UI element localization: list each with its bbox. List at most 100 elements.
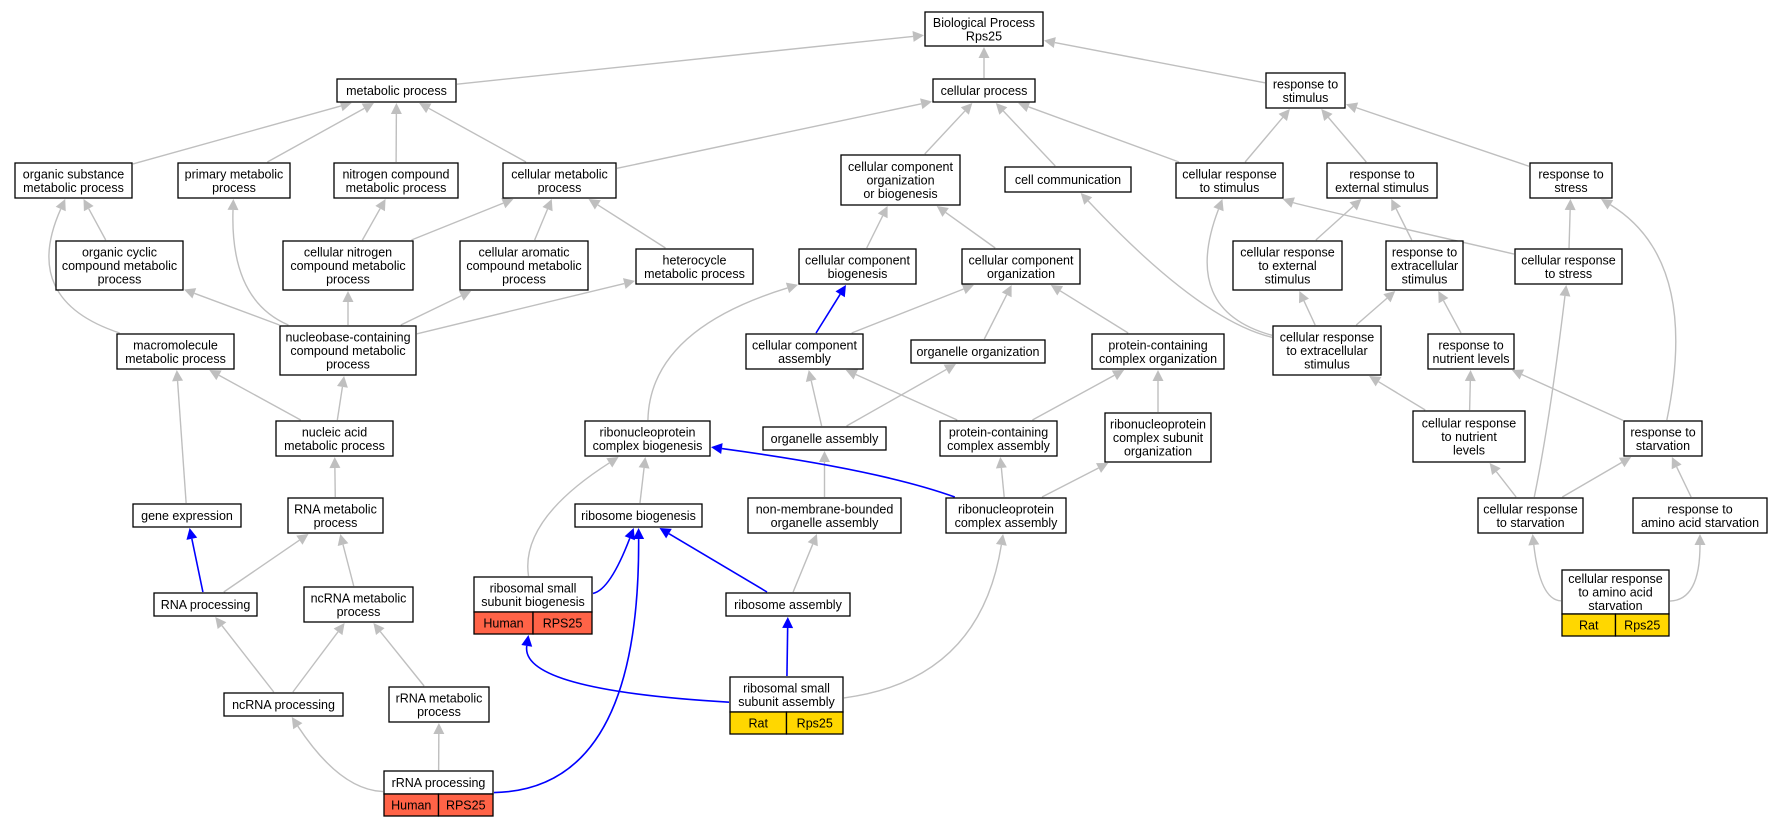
node-box [14, 162, 133, 199]
edge-cca-to-cco [851, 288, 964, 334]
node-label-line: to external [1258, 259, 1316, 273]
arrowhead-namp-to-mmp [209, 370, 222, 381]
node-label-line: cellular response [1483, 502, 1578, 516]
arrowhead-res-to-rts [1321, 109, 1333, 121]
arrowhead-crnl-to-crex [1369, 376, 1382, 387]
go-term-node-ncrp[interactable]: ncRNA processing [223, 692, 344, 717]
node-label-line: complex organization [1099, 352, 1217, 366]
arrowhead-cp-to-bp [978, 47, 990, 58]
node-label-line: subunit assembly [738, 695, 835, 709]
edge-ccb-to-ccob [866, 215, 884, 249]
edge-rtst-to-rstr [1610, 204, 1677, 421]
node-label-line: external stimulus [1335, 181, 1429, 195]
arrowhead-craas-to-crtst [1528, 534, 1540, 546]
node-box [1623, 420, 1703, 457]
go-term-node-cp[interactable]: cellular process [932, 78, 1036, 103]
arrowhead-ra-to-nmboa [807, 534, 818, 547]
edge-rstr-to-rts [1356, 107, 1530, 167]
edge-res-to-rts [1327, 116, 1367, 163]
node-label-line: stimulus [1283, 91, 1329, 105]
arrowhead-ccob-to-cp [960, 103, 973, 115]
arrowhead-cc-to-cp [995, 103, 1008, 115]
go-term-node-rb[interactable]: ribosome biogenesis [574, 503, 703, 528]
go-term-node-oo[interactable]: organelle organization [910, 339, 1046, 364]
arrowhead-rnap-to-ge [186, 528, 198, 540]
arrowhead-nbcm-to-pmp [227, 199, 239, 211]
edge-ncrp-to-rnap [221, 625, 275, 693]
node-box [116, 333, 235, 370]
node-label-line: to stress [1545, 267, 1592, 281]
go-term-node-ge[interactable]: gene expression [132, 503, 242, 528]
node-label-line: complex biogenesis [593, 439, 703, 453]
node-label-line: ribonucleoprotein [1110, 418, 1206, 432]
node-box [747, 497, 902, 534]
node-label-line: process [417, 705, 461, 719]
node-label-line: cell communication [1015, 173, 1121, 187]
edge-cmp-to-cp [616, 103, 922, 169]
edge-mmp-to-osmp [48, 208, 120, 334]
node-box [1265, 72, 1346, 109]
node-label-line: rRNA processing [392, 776, 486, 790]
edge-oa-to-oo [846, 368, 947, 427]
node-label-line: metabolic process [284, 439, 385, 453]
node-label-line: nucleic acid [302, 425, 367, 439]
node-label-line: ribonucleoprotein [600, 425, 696, 439]
go-term-node-ra[interactable]: ribosome assembly [725, 592, 851, 617]
go-term-node-mp[interactable]: metabolic process [336, 78, 457, 103]
arrowhead-rssa-to-rssb [521, 635, 533, 647]
arrowhead-crtst-to-rtst [1618, 457, 1632, 468]
go-term-node-oa[interactable]: organelle assembly [762, 426, 887, 451]
go-term-node-cc[interactable]: cell communication [1004, 166, 1132, 193]
edge-ccob-to-cp [924, 110, 966, 155]
node-box [336, 78, 457, 103]
arrowhead-rnpca-to-rnpcso [1096, 463, 1109, 473]
node-box [282, 240, 414, 291]
edge-crex-to-rexs [1355, 297, 1388, 326]
arrowhead-rb-to-rnpcb [638, 457, 650, 469]
go-term-node-rnap[interactable]: RNA processing [153, 592, 258, 617]
node-box [945, 497, 1067, 534]
